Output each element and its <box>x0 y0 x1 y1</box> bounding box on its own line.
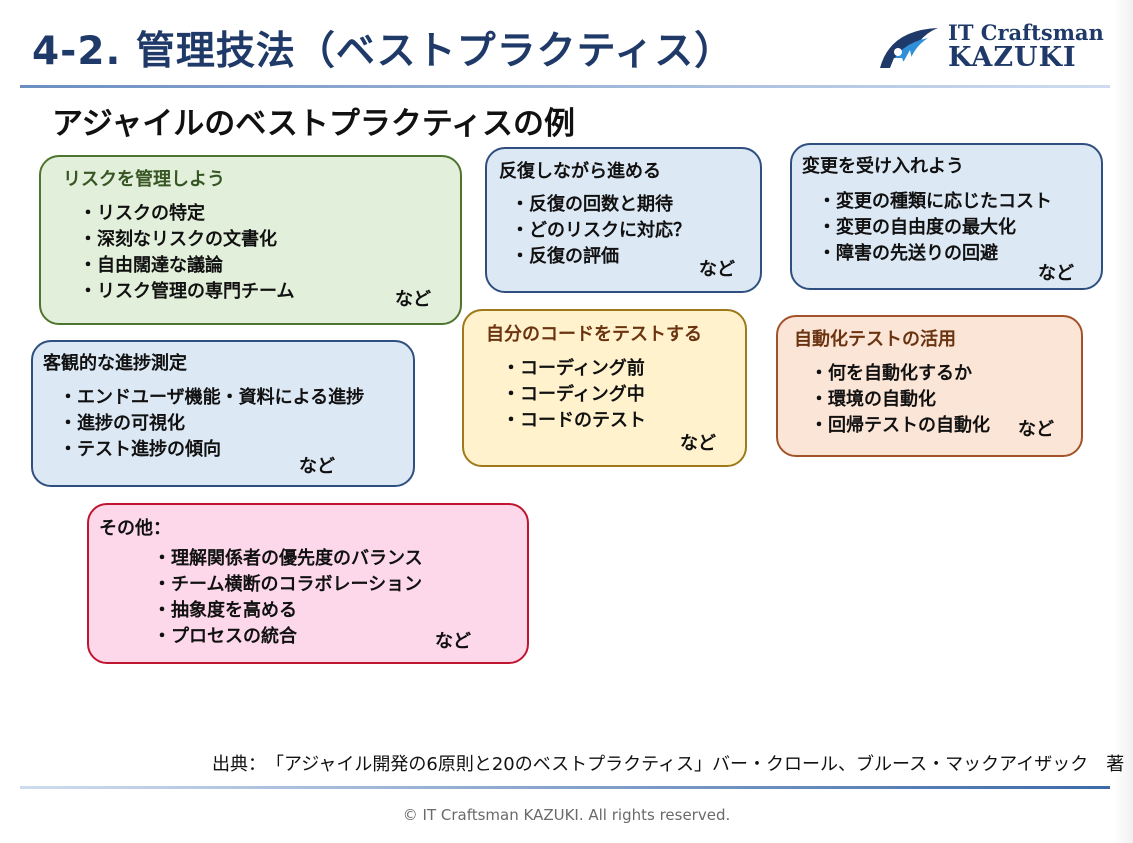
list-item: 反復の回数と期待 <box>511 192 691 218</box>
list-item: リスクの特定 <box>79 201 294 227</box>
card-title: 変更を受け入れよう <box>802 156 964 177</box>
company-logo: IT Craftsman KAZUKI <box>876 18 1104 76</box>
card-objective-progress: 客観的な進捗測定 エンドユーザ機能・資料による進捗 進捗の可視化 テスト進捗の傾… <box>31 340 415 487</box>
logo-text-line2: KAZUKI <box>948 42 1077 73</box>
card-test-own-code: 自分のコードをテストする コーディング前 コーディング中 コードのテスト など <box>462 309 747 467</box>
card-item-list: 反復の回数と期待 どのリスクに対応？ 反復の評価 <box>511 192 691 270</box>
etc-label: など <box>395 289 431 310</box>
section-subtitle: アジャイルのベストプラクティスの例 <box>52 106 575 142</box>
card-title: 自分のコードをテストする <box>486 324 702 345</box>
card-iterative-development: 反復しながら進める 反復の回数と期待 どのリスクに対応？ 反復の評価 など <box>485 147 762 293</box>
list-item: 変更の種類に応じたコスト <box>818 189 1052 215</box>
list-item: コードのテスト <box>502 408 646 434</box>
title-divider <box>20 85 1110 88</box>
list-item: チーム横断のコラボレーション <box>153 572 423 598</box>
source-citation: 出典： 「アジャイル開発の6原則と20のベストプラクティス」バー・クロール、ブル… <box>212 754 1125 775</box>
card-title: その他： <box>99 518 171 539</box>
list-item: 反復の評価 <box>511 244 691 270</box>
card-risk-management: リスクを管理しよう リスクの特定 深刻なリスクの文書化 自由闊達な議論 リスク管… <box>39 155 462 325</box>
list-item: 進捗の可視化 <box>59 411 364 437</box>
list-item: コーディング前 <box>502 356 646 382</box>
list-item: どのリスクに対応？ <box>511 218 691 244</box>
etc-label: など <box>680 433 716 454</box>
list-item: 変更の自由度の最大化 <box>818 215 1052 241</box>
list-item: エンドユーザ機能・資料による進捗 <box>59 385 364 411</box>
copyright-notice: © IT Craftsman KAZUKI. All rights reserv… <box>402 806 731 824</box>
card-title: リスクを管理しよう <box>63 169 225 190</box>
list-item: テスト進捗の傾向 <box>59 437 364 463</box>
list-item: 障害の先送りの回避 <box>818 241 1052 267</box>
list-item: 理解関係者の優先度のバランス <box>153 546 423 572</box>
card-other: その他： 理解関係者の優先度のバランス チーム横断のコラボレーション 抽象度を高… <box>87 503 529 664</box>
card-automated-testing: 自動化テストの活用 何を自動化するか 環境の自動化 回帰テストの自動化 など <box>776 315 1083 457</box>
list-item: リスク管理の専門チーム <box>79 279 294 305</box>
etc-label: など <box>435 631 471 652</box>
list-item: 抽象度を高める <box>153 598 423 624</box>
card-title: 客観的な進捗測定 <box>43 353 187 374</box>
footer-divider <box>20 786 1110 789</box>
kazuki-logo-icon <box>880 28 938 68</box>
card-title: 反復しながら進める <box>499 161 661 182</box>
card-embrace-change: 変更を受け入れよう 変更の種類に応じたコスト 変更の自由度の最大化 障害の先送り… <box>790 143 1103 290</box>
list-item: 自由闊達な議論 <box>79 253 294 279</box>
etc-label: など <box>1038 263 1074 284</box>
list-item: 深刻なリスクの文書化 <box>79 227 294 253</box>
card-item-list: エンドユーザ機能・資料による進捗 進捗の可視化 テスト進捗の傾向 <box>59 385 364 463</box>
slide-edge-shadow <box>1113 0 1133 843</box>
logo-text-line1: IT Craftsman <box>948 20 1104 45</box>
list-item: 回帰テストの自動化 <box>810 413 990 439</box>
etc-label: など <box>1018 419 1054 440</box>
list-item: 何を自動化するか <box>810 361 990 387</box>
card-item-list: コーディング前 コーディング中 コードのテスト <box>502 356 646 434</box>
list-item: プロセスの統合 <box>153 624 423 650</box>
page-title: 4-2. 管理技法（ベストプラクティス） <box>32 29 735 74</box>
card-item-list: リスクの特定 深刻なリスクの文書化 自由闊達な議論 リスク管理の専門チーム <box>79 201 294 305</box>
list-item: コーディング中 <box>502 382 646 408</box>
card-item-list: 変更の種類に応じたコスト 変更の自由度の最大化 障害の先送りの回避 <box>818 189 1052 267</box>
etc-label: など <box>699 259 735 280</box>
card-title: 自動化テストの活用 <box>794 329 956 350</box>
card-item-list: 何を自動化するか 環境の自動化 回帰テストの自動化 <box>810 361 990 439</box>
etc-label: など <box>299 456 335 477</box>
list-item: 環境の自動化 <box>810 387 990 413</box>
card-item-list: 理解関係者の優先度のバランス チーム横断のコラボレーション 抽象度を高める プロ… <box>153 546 423 650</box>
